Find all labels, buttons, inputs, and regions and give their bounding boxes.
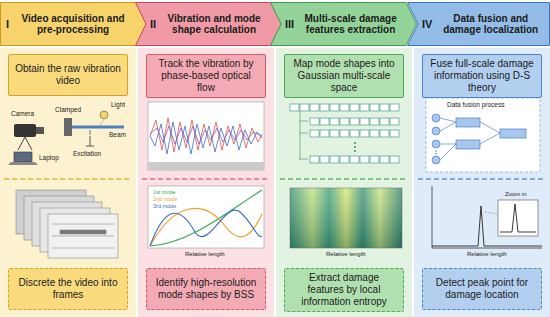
stage-numeral: III	[285, 18, 294, 31]
box-text: Extract damage features by local informa…	[290, 272, 398, 308]
box-text: Discrete the video into frames	[14, 277, 122, 301]
box-text: Identify high-resolution mode shapes by …	[152, 277, 260, 301]
chevron-outline	[1, 3, 147, 46]
part-label: Camera	[10, 110, 35, 117]
step-box: Track the vibration by phase-based optic…	[146, 54, 266, 98]
axis-label: Relative length	[466, 251, 508, 258]
stage-numeral: I	[6, 18, 9, 31]
step-box: Obtain the raw vibration video	[8, 54, 128, 96]
axis-label: Relative length	[325, 251, 367, 258]
result-box: Identify high-resolution mode shapes by …	[146, 268, 266, 310]
stage-title: Video acquisition and pre-processing	[14, 13, 132, 36]
stage-header: IV Data fusion and damage localization	[407, 2, 550, 46]
stage-numeral: IV	[422, 18, 432, 31]
part-label: Beam	[108, 131, 127, 138]
result-box: Extract damage features by local informa…	[284, 268, 404, 312]
legend-text: 3rd mode	[152, 203, 177, 209]
legend-text: 2nd mode	[152, 196, 178, 202]
part-label: Excitation	[72, 150, 102, 157]
chevron-outline	[271, 3, 417, 46]
part-label: Data fusion process	[446, 101, 505, 108]
part-label: Light	[110, 101, 126, 108]
part-label: Zoom in	[504, 191, 528, 198]
step-box: Fuse full-scale damage information using…	[422, 54, 542, 98]
legend-text: 1st mode	[152, 189, 177, 195]
box-text: Fuse full-scale damage information using…	[428, 58, 536, 94]
box-text: Track the vibration by phase-based optic…	[152, 58, 260, 94]
box-text: Obtain the raw vibration video	[14, 63, 122, 87]
stage-numeral: II	[150, 18, 156, 31]
chevron-outline	[408, 3, 550, 46]
box-text: Map mode shapes into Gaussian multi-scal…	[290, 58, 398, 94]
result-box: Discrete the video into frames	[8, 268, 128, 310]
axis-label: Relative length	[184, 251, 226, 258]
stage-title: Vibration and mode shape calculation	[161, 13, 267, 36]
stage-title: Multi-scale damage features extraction	[299, 13, 402, 36]
part-label: Clamped	[54, 106, 82, 113]
stage-header: II Vibration and mode shape calculation	[135, 2, 282, 46]
step-box: Map mode shapes into Gaussian multi-scal…	[284, 54, 404, 98]
stage-header: III Multi-scale damage features extractio…	[270, 2, 417, 46]
box-text: Detect peak point for damage location	[428, 277, 536, 301]
chevron-outline	[136, 3, 282, 46]
stage-title: Data fusion and damage localization	[437, 13, 544, 36]
result-box: Detect peak point for damage location	[422, 268, 542, 310]
stage-header: I Video acquisition and pre-processing	[0, 2, 147, 46]
part-label: Laptop	[38, 154, 60, 161]
